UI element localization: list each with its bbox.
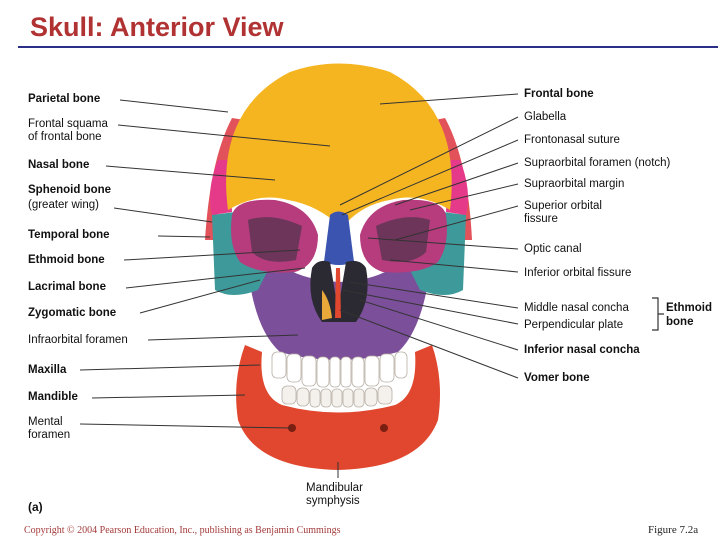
label-optic-canal: Optic canal — [524, 243, 582, 255]
label-nasal-bone: Nasal bone — [28, 159, 90, 171]
inferior-nasal-concha-shape — [322, 290, 332, 320]
mandible-shape — [236, 345, 440, 470]
label-mandible: Mandible — [28, 391, 78, 403]
label-vomer-bone: Vomer bone — [524, 372, 590, 384]
frontal-bone-shape — [226, 63, 452, 228]
label-inferior-orbital-fissure: Inferior orbital fissure — [524, 267, 632, 279]
orbit-right-inner — [376, 217, 430, 262]
label-sphenoid-bone: Sphenoid bone — [28, 184, 112, 196]
label-parietal-bone: Parietal bone — [28, 93, 101, 105]
mental-foramen-left — [288, 424, 296, 432]
upper-teeth — [271, 351, 408, 388]
label-frontal-bone: Frontal bone — [524, 88, 594, 100]
label-middle-nasal-concha: Middle nasal concha — [524, 302, 629, 314]
panel-letter: (a) — [28, 500, 43, 514]
page-title: Skull: Anterior View — [30, 12, 284, 42]
copyright-text: Copyright © 2004 Pearson Education, Inc.… — [24, 525, 341, 536]
leader-lines-left — [79, 99, 331, 429]
label-mandibular-symphysis: Mandibular symphysis — [306, 482, 363, 507]
vomer-shape — [335, 268, 341, 318]
lower-teeth — [281, 385, 393, 408]
label-temporal-bone: Temporal bone — [28, 229, 110, 241]
ethmoid-bracket — [652, 297, 664, 331]
label-mental-foramen: Mental foramen — [28, 416, 71, 441]
label-supraorbital-margin: Supraorbital margin — [524, 178, 625, 190]
label-infraorbital-foramen: Infraorbital foramen — [28, 334, 128, 346]
label-ethmoid-bone: Ethmoid bone — [28, 254, 105, 266]
leader-lines-right — [337, 93, 519, 478]
label-superior-orbital-fissure: Superior orbital fissure — [524, 200, 602, 225]
label-perpendicular-plate: Perpendicular plate — [524, 319, 624, 331]
mental-foramen-right — [380, 424, 388, 432]
nasal-bone-shape — [324, 211, 354, 265]
label-inferior-nasal-concha: Inferior nasal concha — [524, 344, 640, 356]
title-rule — [18, 46, 718, 48]
label-ethmoid-group: Ethmoid bone — [666, 302, 712, 328]
orbit-left-inner — [248, 217, 302, 262]
label-supraorbital-foramen: Supraorbital foramen (notch) — [524, 157, 671, 169]
label-frontal-squama: Frontal squama of frontal bone — [28, 118, 108, 143]
label-zygomatic-bone: Zygomatic bone — [28, 307, 117, 319]
label-glabella: Glabella — [524, 111, 567, 123]
label-sphenoid-sub: (greater wing) — [28, 199, 99, 211]
label-lacrimal-bone: Lacrimal bone — [28, 281, 106, 293]
figure-number: Figure 7.2a — [648, 524, 699, 536]
label-maxilla: Maxilla — [28, 364, 67, 376]
label-frontonasal-suture: Frontonasal suture — [524, 134, 620, 146]
